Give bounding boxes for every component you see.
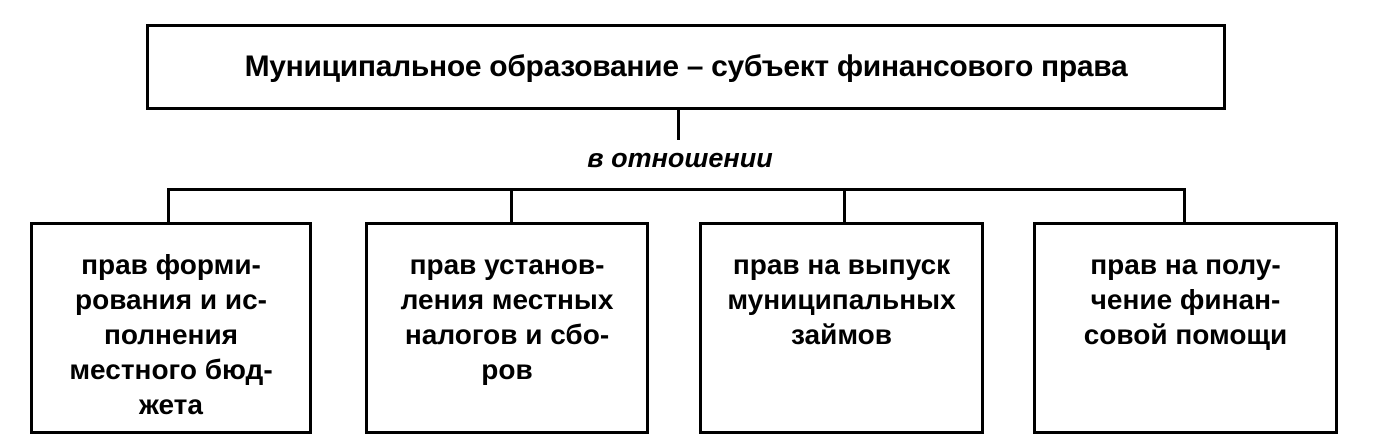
child-node-budget: прав форми- рования и ис- полнения местн…: [30, 222, 312, 434]
horizontal-bus-line: [167, 188, 1186, 191]
child-node-label: прав установ- ления местных налогов и сб…: [400, 249, 614, 385]
child-node-label: прав форми- рования и ис- полнения местн…: [69, 249, 273, 420]
child-node-label: прав на полу- чение финан- совой помощи: [1083, 249, 1288, 350]
root-connector-line: [677, 110, 680, 140]
child-node-loans: прав на выпуск муниципальных займов: [699, 222, 984, 434]
child-node-taxes: прав установ- ления местных налогов и сб…: [365, 222, 649, 434]
child-connector-line-2: [510, 188, 513, 222]
connector-label: в отношении: [587, 143, 773, 173]
root-node: Муниципальное образование – субъект фина…: [146, 24, 1226, 110]
child-node-label: прав на выпуск муниципальных займов: [727, 249, 956, 350]
root-node-label: Муниципальное образование – субъект фина…: [244, 50, 1128, 83]
child-connector-line-1: [167, 188, 170, 222]
child-connector-line-4: [1183, 188, 1186, 222]
child-node-financial-aid: прав на полу- чение финан- совой помощи: [1033, 222, 1338, 434]
child-connector-line-3: [843, 188, 846, 222]
